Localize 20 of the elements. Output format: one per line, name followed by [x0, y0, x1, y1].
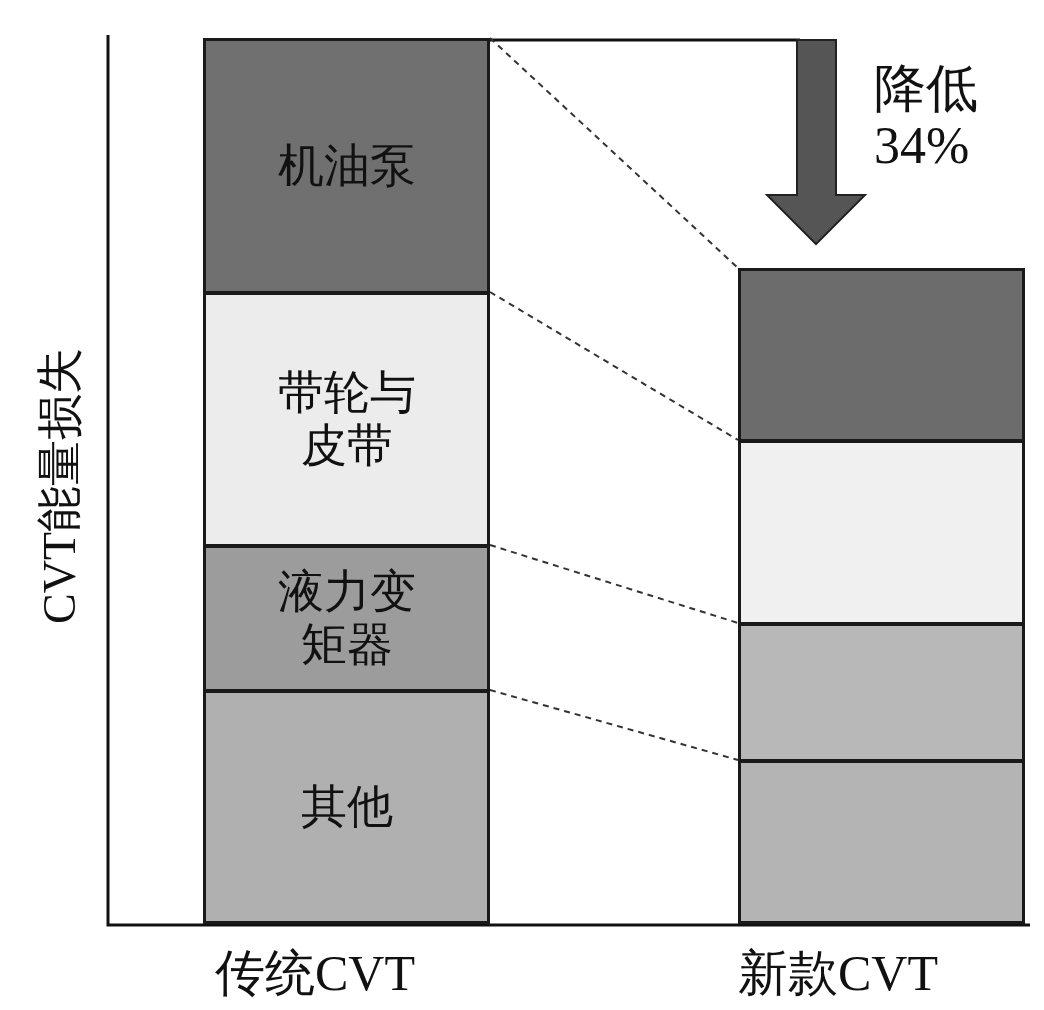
axis-title: CVT能量损失 [33, 347, 86, 626]
bar-segment [203, 38, 490, 294]
bar-segment [738, 268, 1025, 442]
bar-segment [203, 292, 490, 547]
category-label: 新款CVT [738, 944, 938, 1003]
category-label: 传统CVT [215, 944, 415, 1003]
bar-segment [203, 545, 490, 692]
dashed-connector [489, 37, 739, 269]
dashed-connector [489, 689, 739, 761]
segment-label: 液力变矩器 [276, 565, 417, 672]
segment-label: 机油泵 [276, 139, 417, 193]
segment-label: 其他 [299, 780, 394, 834]
bar-segment [738, 623, 1025, 762]
reduction-label: 降低34% [874, 60, 979, 175]
dashed-connector [489, 544, 739, 624]
bar-segment [738, 440, 1025, 625]
bar-segment [738, 760, 1025, 924]
dashed-connector [489, 291, 739, 441]
segment-label: 带轮与皮带 [276, 366, 417, 473]
bar-segment [203, 690, 490, 924]
